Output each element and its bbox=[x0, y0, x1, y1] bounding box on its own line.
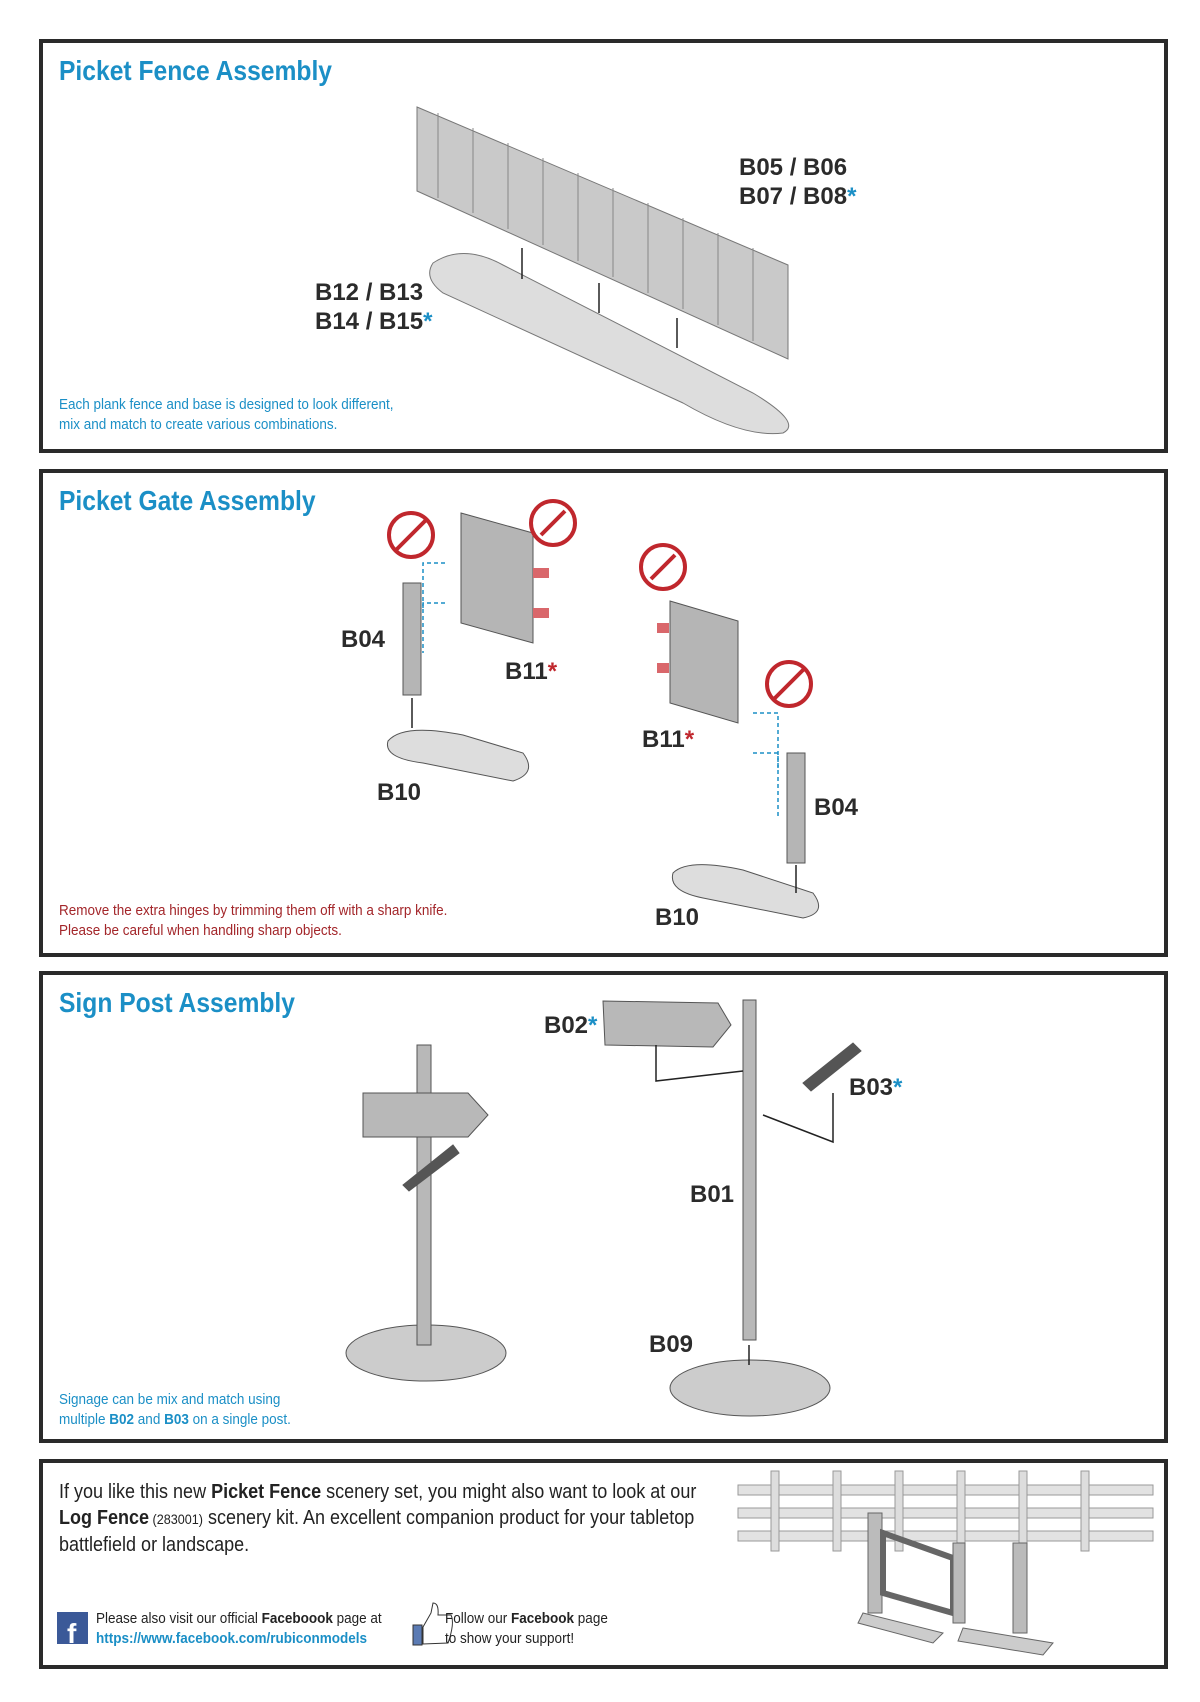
label-b04: B04 bbox=[341, 626, 386, 653]
section-title: Picket Fence Assembly bbox=[59, 55, 333, 86]
facebook-info: Please also visit our official Faceboook… bbox=[96, 1609, 382, 1649]
asterisk: * bbox=[684, 726, 695, 753]
note-text: multiple bbox=[59, 1411, 110, 1428]
log-fence-image bbox=[737, 1470, 1154, 1656]
promo-section: If you like this new Picket Fence scener… bbox=[39, 1459, 1168, 1669]
asterisk: * bbox=[847, 183, 857, 210]
label-b12-b13: B12 / B13 bbox=[315, 279, 424, 306]
part-code: B11 bbox=[505, 658, 548, 685]
product-name: Picket Fence bbox=[211, 1481, 322, 1503]
fence-base bbox=[429, 253, 790, 435]
post bbox=[742, 999, 757, 1341]
part-code: B11 bbox=[642, 726, 685, 753]
sign-base bbox=[669, 1359, 831, 1417]
note-line: Remove the extra hinges by trimming them… bbox=[59, 902, 448, 919]
fence-illustration bbox=[416, 106, 790, 435]
gate-right bbox=[669, 600, 739, 724]
gate-left bbox=[460, 512, 534, 644]
gate-illustration bbox=[386, 499, 820, 919]
fb-text-bold: Faceboook bbox=[261, 1610, 333, 1627]
facebook-link[interactable]: https://www.facebook.com/rubiconmodels bbox=[96, 1630, 368, 1647]
label-b05-b06: B05 / B06 bbox=[739, 154, 848, 181]
note-line: Each plank fence and base is designed to… bbox=[59, 396, 394, 413]
gate-post-right bbox=[786, 752, 806, 864]
no-glue-icon bbox=[387, 511, 435, 559]
fb-text: page at bbox=[332, 1610, 382, 1627]
label-b02: B02* bbox=[544, 1011, 597, 1040]
fb-text: Follow our bbox=[445, 1610, 512, 1627]
note-line: mix and match to create various combinat… bbox=[59, 416, 338, 433]
label-b11: B11* bbox=[505, 657, 557, 686]
sign-arm-assembled bbox=[402, 1144, 460, 1192]
promo-text-part: scenery set, you might also want to look… bbox=[321, 1481, 697, 1503]
gate-warning-note: Remove the extra hinges by trimming them… bbox=[59, 901, 447, 941]
note-text: and bbox=[134, 1411, 165, 1428]
product-code: (283001) bbox=[149, 1511, 203, 1527]
promo-text: If you like this new Picket Fence scener… bbox=[59, 1479, 743, 1558]
note-line: Signage can be mix and match using bbox=[59, 1391, 281, 1408]
gate-base-left bbox=[386, 729, 530, 782]
fence-note: Each plank fence and base is designed to… bbox=[59, 395, 393, 435]
note-part-code: B02 bbox=[109, 1411, 135, 1428]
label-b09: B09 bbox=[649, 1331, 694, 1358]
label-b14-b15: B14 / B15 bbox=[315, 308, 424, 335]
label-b10: B10 bbox=[655, 904, 700, 931]
part-code: B02 bbox=[544, 1012, 589, 1039]
fb-text: Please also visit our official bbox=[96, 1610, 262, 1627]
part-code: B03 bbox=[849, 1074, 894, 1101]
sign-note: Signage can be mix and match using multip… bbox=[59, 1390, 291, 1430]
sign-arrow-assembled bbox=[362, 1092, 489, 1138]
asterisk: * bbox=[893, 1074, 903, 1101]
fb-text: page bbox=[574, 1610, 608, 1627]
note-part-code: B03 bbox=[164, 1411, 189, 1428]
asterisk: * bbox=[423, 308, 433, 335]
label-b01: B01 bbox=[690, 1181, 735, 1208]
fence-planks bbox=[416, 106, 789, 360]
product-name: Log Fence bbox=[59, 1507, 150, 1529]
picket-gate-section: Picket Gate Assembly B04 B11* B10 B11* B… bbox=[39, 469, 1168, 957]
post-assembled bbox=[416, 1044, 432, 1346]
sign-arrow bbox=[602, 1000, 732, 1048]
sign-post-illustration bbox=[345, 999, 862, 1417]
note-line: Please be careful when handling sharp ob… bbox=[59, 922, 342, 939]
knife-icon bbox=[639, 543, 687, 591]
promo-text-part: battlefield or landscape. bbox=[59, 1534, 250, 1556]
label-b11: B11* bbox=[642, 725, 694, 754]
follow-info: Follow our Facebook page to show your sup… bbox=[445, 1609, 608, 1649]
label-b03: B03* bbox=[849, 1073, 902, 1102]
fb-text: to show your support! bbox=[445, 1630, 575, 1647]
no-glue-icon bbox=[765, 660, 813, 708]
gate-post-left bbox=[402, 582, 422, 696]
section-title: Picket Gate Assembly bbox=[59, 485, 316, 516]
asterisk: * bbox=[588, 1012, 598, 1039]
label-b10: B10 bbox=[377, 779, 422, 806]
sign-post-section: Sign Post Assembly B02* B03* B01 B09 Sig… bbox=[39, 971, 1168, 1443]
gate-base-right bbox=[671, 864, 820, 919]
knife-icon bbox=[529, 499, 577, 547]
label-b07-b08: B07 / B08 bbox=[739, 183, 848, 210]
note-text: on a single post. bbox=[188, 1411, 291, 1428]
promo-text-part: scenery kit. An excellent companion prod… bbox=[202, 1507, 695, 1529]
sign-arm bbox=[802, 1042, 862, 1092]
section-title: Sign Post Assembly bbox=[59, 987, 295, 1018]
promo-text-part: If you like this new bbox=[59, 1481, 212, 1503]
fb-text-bold: Facebook bbox=[511, 1610, 575, 1627]
label-b04: B04 bbox=[814, 794, 859, 821]
asterisk: * bbox=[547, 658, 558, 685]
